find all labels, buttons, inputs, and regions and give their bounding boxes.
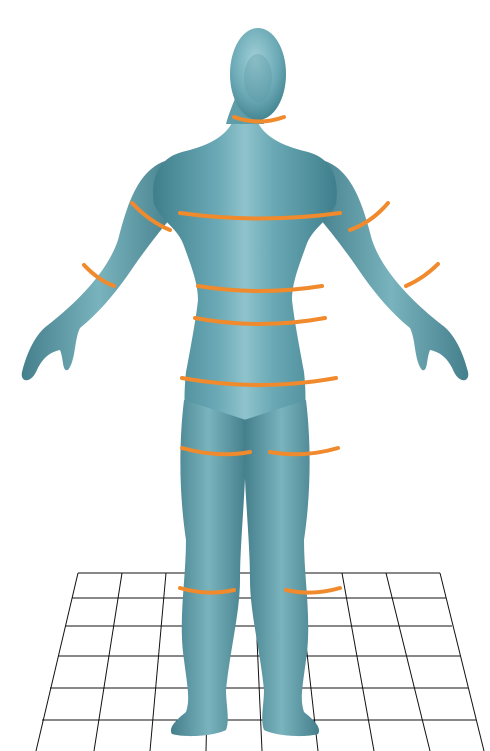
right-arm bbox=[314, 160, 468, 380]
body-model bbox=[22, 28, 469, 736]
face-shadow bbox=[244, 54, 272, 102]
right-leg bbox=[244, 400, 319, 736]
left-arm bbox=[22, 160, 176, 380]
right-forearm-measure bbox=[406, 264, 438, 286]
left-leg bbox=[171, 400, 246, 736]
